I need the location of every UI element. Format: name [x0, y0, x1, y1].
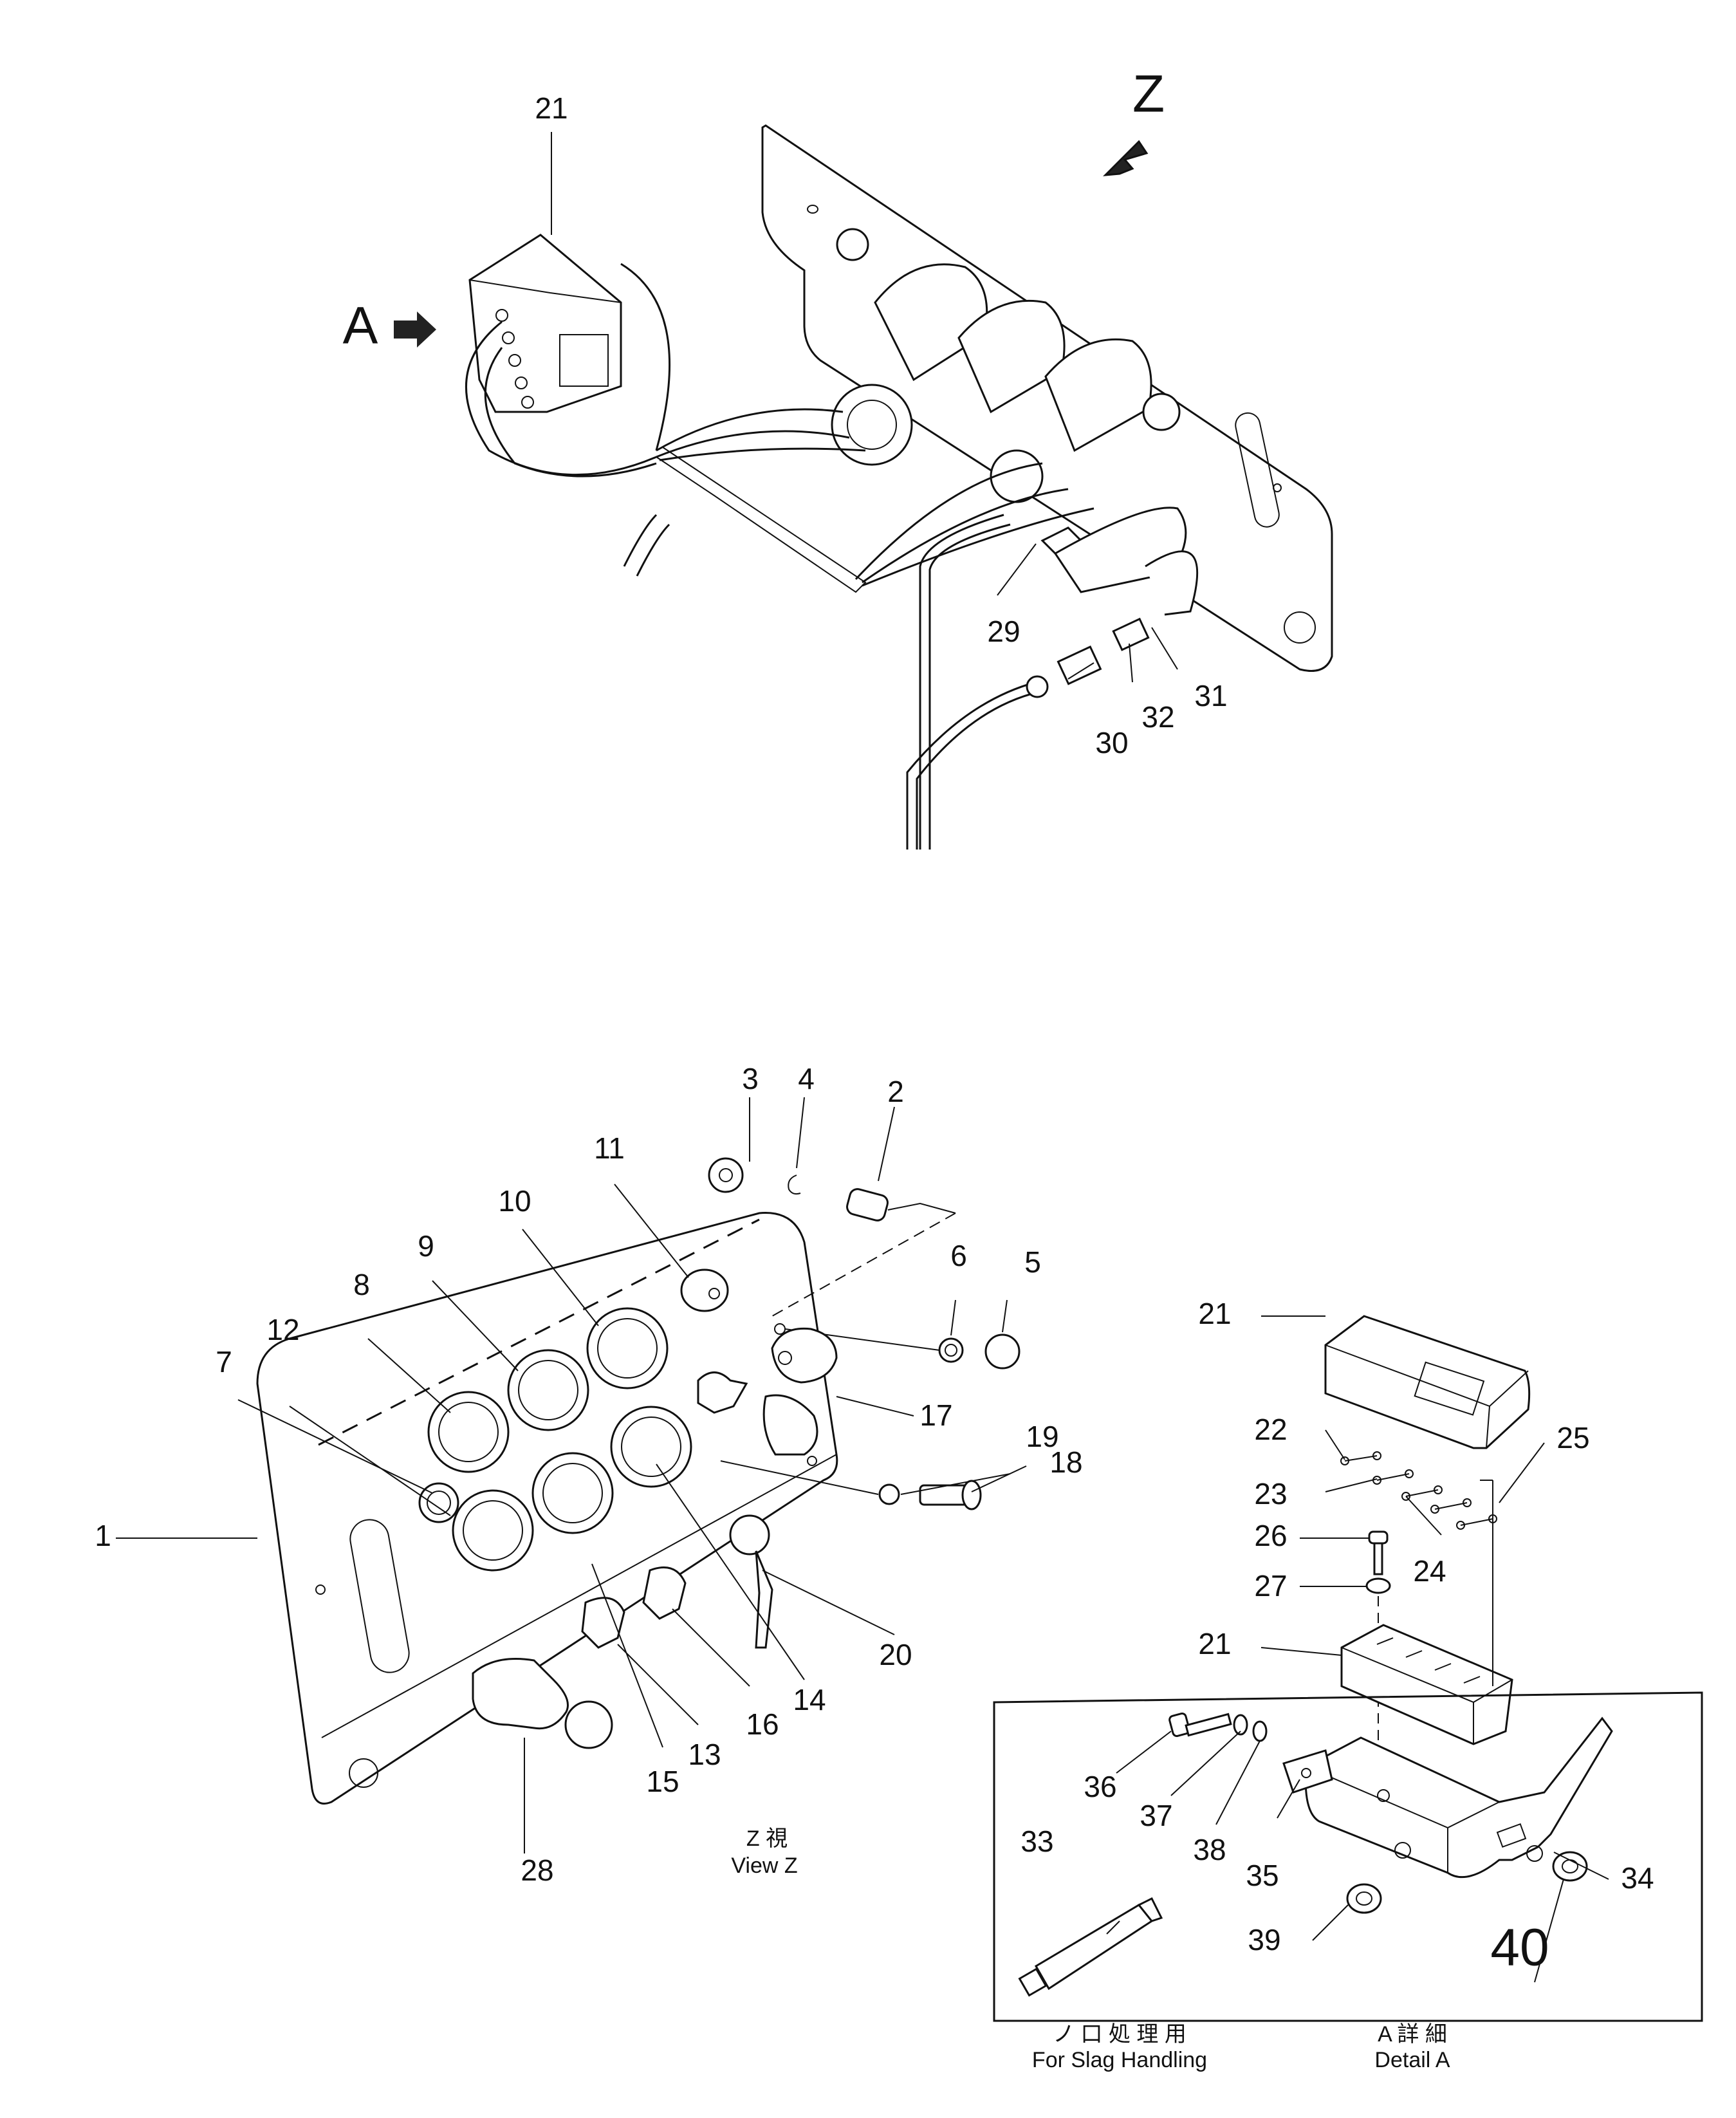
- callout-5: 5: [1024, 1245, 1041, 1279]
- z-view-marker: Z: [1103, 65, 1165, 176]
- callout-21: 21: [535, 91, 568, 125]
- callout-17: 17: [919, 1398, 952, 1432]
- callout-8: 8: [353, 1268, 370, 1301]
- callout-32: 32: [1141, 700, 1174, 734]
- callout-36: 36: [1084, 1770, 1116, 1803]
- callout-2: 2: [887, 1075, 904, 1108]
- callout-13: 13: [688, 1738, 721, 1771]
- callout-21-cover: 21: [1198, 1297, 1231, 1330]
- captions: Z 視 View Z ノ 口 処 理 用 For Slag Handling A…: [731, 1826, 1450, 2072]
- a-marker-label: A: [343, 297, 378, 355]
- top-fuse-box: [468, 234, 622, 413]
- callout-23: 23: [1254, 1477, 1287, 1510]
- z-marker-label: Z: [1132, 65, 1165, 124]
- callout-40: 40: [1490, 1918, 1549, 1977]
- callout-12: 12: [266, 1313, 299, 1346]
- callout-11: 11: [594, 1131, 625, 1165]
- callout-25: 25: [1556, 1421, 1589, 1454]
- callouts-top: 21 29 30 31 32: [535, 91, 1227, 759]
- callout-9: 9: [418, 1229, 434, 1263]
- detail-frame: [993, 1691, 1703, 2022]
- detail-a-caption: Detail A: [1374, 2048, 1450, 2072]
- callout-35: 35: [1246, 1859, 1279, 1892]
- callout-24: 24: [1413, 1554, 1446, 1588]
- callout-10: 10: [498, 1184, 531, 1218]
- slag-caption: For Slag Handling: [1032, 2048, 1207, 2072]
- callout-26: 26: [1254, 1519, 1287, 1552]
- top-assembly: [465, 124, 1333, 850]
- fuse-links: [1340, 1451, 1497, 1530]
- callout-33: 33: [1020, 1825, 1053, 1858]
- callout-29: 29: [987, 615, 1020, 648]
- callout-16: 16: [746, 1707, 779, 1741]
- top-panel: [761, 124, 1333, 672]
- callout-34: 34: [1621, 1861, 1654, 1895]
- callout-22: 22: [1254, 1413, 1287, 1446]
- callout-18: 18: [1049, 1445, 1082, 1479]
- leader-lines: [116, 132, 1609, 1983]
- callout-30: 30: [1095, 726, 1128, 759]
- callouts-view-z: 1 2 3 4 5 6 7 8 9 10 11 12 13 14 15 16 1…: [95, 1062, 1082, 1887]
- callout-27: 27: [1254, 1569, 1287, 1602]
- callout-38: 38: [1193, 1833, 1226, 1866]
- callout-28: 28: [521, 1853, 553, 1887]
- detail-a-caption-jp: A 詳 細: [1378, 2022, 1447, 2047]
- wiring-harness: [465, 263, 1094, 587]
- z-arrow-icon: [1103, 140, 1149, 176]
- callout-14: 14: [793, 1683, 826, 1716]
- callout-37: 37: [1140, 1799, 1172, 1832]
- top-gauges: [831, 228, 1181, 503]
- fuse-box-cover: [1324, 1315, 1531, 1449]
- detail-a-assembly: [993, 1315, 1703, 2022]
- callout-1: 1: [95, 1519, 111, 1552]
- callout-21-base: 21: [1198, 1627, 1231, 1660]
- view-z-assembly: [256, 1157, 1020, 1805]
- callouts-detail-a: 21 21 22 23 24 25 26 27 33 34 35 36 37 3…: [1020, 1297, 1654, 1977]
- panel-gauges: [418, 1307, 692, 1572]
- callout-6: 6: [950, 1239, 967, 1272]
- callout-20: 20: [879, 1638, 912, 1671]
- callout-15: 15: [646, 1765, 679, 1798]
- callout-7: 7: [216, 1345, 232, 1379]
- top-fittings: [906, 506, 1199, 850]
- callout-19: 19: [1026, 1420, 1058, 1453]
- a-arrow-icon: [394, 311, 436, 348]
- callout-3: 3: [742, 1062, 759, 1095]
- view-z-caption-jp: Z 視: [746, 1826, 788, 1851]
- callout-4: 4: [798, 1062, 815, 1095]
- panel-components: [472, 1157, 1020, 1749]
- callout-39: 39: [1248, 1923, 1280, 1956]
- view-z-caption: View Z: [731, 1853, 797, 1878]
- slag-caption-jp: ノ 口 処 理 用: [1053, 2022, 1187, 2047]
- callout-31: 31: [1194, 679, 1227, 712]
- a-detail-marker: A: [343, 297, 436, 355]
